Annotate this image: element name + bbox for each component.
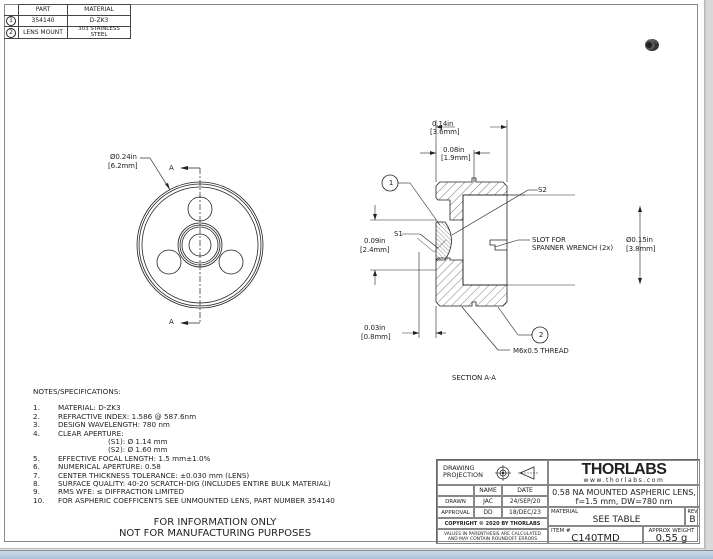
material-value: SEE TABLE [592,515,641,525]
copyright: COPYRIGHT © 2020 BY THORLABS [437,518,548,529]
website: www.thorlabs.com [583,477,665,484]
section-label-top: A [169,164,174,172]
dim-inner-mm: [1.9mm] [441,154,471,162]
drawn-name: JAC [474,496,502,507]
item-balloon: 2 [6,27,16,38]
note-item: 10.FOR ASPHERIC COEFFICENTS SEE UNMOUNTE… [33,495,335,505]
material-cell: 303 STAINLESS STEEL [67,26,131,39]
parts-header-part: PART [18,4,68,16]
item-cell: ITEM # C140TMD [548,526,643,544]
description-line-1: 0.58 NA MOUNTED ASPHERIC LENS, [552,488,696,497]
col-name: NAME [474,485,502,496]
disclaimer-line-1: FOR INFORMATION ONLY [153,517,277,528]
dim-offset-mm: [0.8mm] [361,333,391,341]
dim-length-mm: [3.6mm] [430,128,460,136]
label-s1: S1 [394,230,403,238]
dim-aperture-mm: [2.4mm] [360,246,390,254]
weight-label: APPROX WEIGHT [648,528,695,534]
dim-bore-mm: [3.8mm] [626,245,656,253]
parts-header-material: MATERIAL [67,4,131,16]
note-item: 3.DESIGN WAVELENGTH: 780 nm [33,420,170,430]
approval-name: DD [474,507,502,518]
note-item: 8.SURFACE QUALITY: 40-20 SCRATCH-DIG (IN… [33,479,331,489]
disclaimer-line-2: NOT FOR MANUFACTURING PURPOSES [118,528,312,539]
part-cell: 354140 [18,15,68,27]
item-value: C140TMD [571,533,620,544]
note-item: 6.NUMERICAL APERTURE: 0.58 [33,462,161,472]
dim-bore-in: Ø0.15in [626,236,653,244]
logo-cell: THORLABS www.thorlabs.com [548,460,700,485]
title-block: DRAWING PROJECTION NAME DATE DRAWN JAC 2… [436,459,700,544]
approval-label: APPROVAL [437,507,474,518]
drawn-date: 24/SEP/20 [502,496,548,507]
approval-date: 18/DEC/23 [502,507,548,518]
dim-aperture-in: 0.09in [364,237,386,245]
weight-cell: APPROX WEIGHT 0.55 g [643,526,700,544]
description-line-2: f=1.5 mm, DW=780 nm [575,497,673,506]
aperture-s2: (S2): Ø 1.60 mm [108,445,168,455]
slot-label-1: SLOT FOR [532,236,566,244]
note-item: 4.CLEAR APERTURE: [33,428,124,438]
item-label: ITEM # [551,528,571,534]
note-item: 2.REFRACTIVE INDEX: 1.586 @ 587.6nm [33,411,197,421]
balloon-2: 2 [538,331,544,339]
front-diameter-mm: [6.2mm] [108,162,138,170]
note-item: 1.MATERIAL: D-ZK3 [33,403,121,413]
part-3d-thumbnail [645,39,659,51]
rev-cell: REV B [685,507,700,526]
part-cell: LENS MOUNT [18,26,68,39]
vertical-scrollbar[interactable] [705,0,713,550]
drawing-sheet: PART MATERIAL 1 354140 D-ZK3 2 LENS MOUN… [0,0,705,549]
projection-label: DRAWING PROJECTION [443,464,483,479]
bottom-bar [0,550,713,559]
section-label-bottom: A [169,318,174,326]
drawing-frame [4,4,698,542]
disclaimer: FOR INFORMATION ONLY NOT FOR MANUFACTURI… [100,517,330,539]
col-date: DATE [502,485,548,496]
dim-length-in: 0.14in [432,120,454,128]
values-note: VALUES IN PARENTHESIS ARE CALCULATED AND… [437,529,548,544]
thorlabs-logo: THORLABS [581,461,667,478]
note-item: 9.RMS WFE: ≤ DIFFRACTION LIMITED [33,487,185,497]
notes-title: NOTES/SPECIFICATIONS: [33,387,121,396]
section-caption: SECTION A-A [452,374,496,382]
rev-value: B [689,515,696,525]
thread-label: M6x0.5 THREAD [513,347,569,355]
table-row: 1 354140 D-ZK3 [4,15,131,27]
note-item: 5.EFFECTIVE FOCAL LENGTH: 1.5 mm±1.0% [33,453,211,463]
material-cell: D-ZK3 [67,15,131,27]
material-label: MATERIAL [551,509,579,515]
parts-table-header: PART MATERIAL [4,4,131,16]
parts-table: PART MATERIAL 1 354140 D-ZK3 2 LENS MOUN… [4,4,131,39]
balloon-1: 1 [388,179,394,187]
label-s2: S2 [538,186,547,194]
note-item: 7.CENTER THICKNESS TOLERANCE: ±0.030 mm … [33,470,250,480]
aperture-s1: (S1): Ø 1.14 mm [108,437,168,447]
item-balloon: 1 [6,16,16,26]
description-cell: 0.58 NA MOUNTED ASPHERIC LENS, f=1.5 mm,… [548,485,700,507]
section-view-drawing [370,120,642,351]
front-diameter-in: Ø0.24in [110,153,137,161]
slot-label-2: SPANNER WRENCH (2x) [532,244,613,252]
projection-symbol-icon [495,465,538,481]
front-view-drawing [136,157,264,325]
weight-value: 0.55 g [655,533,688,544]
material-cell: MATERIAL SEE TABLE [548,507,685,526]
rev-label: REV [687,509,698,515]
table-row: 2 LENS MOUNT 303 STAINLESS STEEL [4,26,131,39]
projection-cell: DRAWING PROJECTION [437,460,548,485]
dim-inner-in: 0.08in [443,146,465,154]
dim-offset-in: 0.03in [364,324,386,332]
notes-section: NOTES/SPECIFICATIONS: 1.MATERIAL: D-ZK3 … [33,387,335,505]
drawn-label: DRAWN [437,496,474,507]
